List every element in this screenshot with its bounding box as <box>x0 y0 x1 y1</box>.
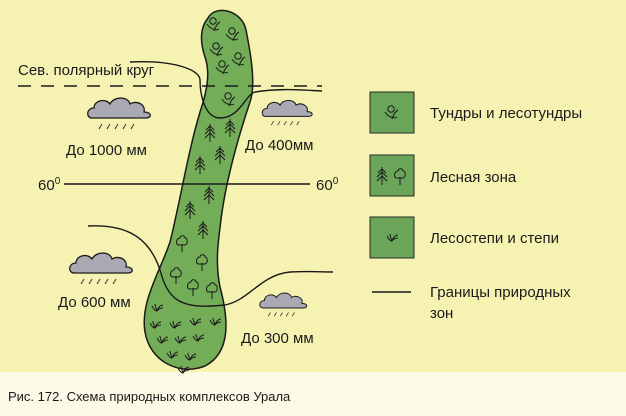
legend-label-steppe: Лесостепи и степи <box>430 230 559 247</box>
latitude-label-right: 600 <box>316 176 339 194</box>
legend-swatch-forest <box>369 154 415 197</box>
precipitation-ne: До 400мм <box>245 137 314 154</box>
legend-label-boundary-cont: зон <box>430 305 453 322</box>
legend-label-tundra: Тундры и лесотундры <box>430 105 582 122</box>
legend-swatch-steppe <box>369 216 415 259</box>
legend-label-boundary: Границы природных <box>430 284 571 301</box>
tundra-forest-boundary <box>129 61 323 119</box>
ural-zone-shape <box>143 9 254 370</box>
legend: Тундры и лесотундры Лесная зона Лесостеп… <box>369 91 582 322</box>
rain-cloud-icon <box>259 292 308 317</box>
precipitation-sw: До 600 мм <box>58 294 131 311</box>
forest-steppe-boundary <box>87 225 334 307</box>
rain-cloud-icon <box>87 97 151 130</box>
caption-strip <box>0 372 626 416</box>
rain-cloud-icon <box>69 252 133 285</box>
figure-caption: Рис. 172. Схема природных комплексов Ура… <box>8 389 291 404</box>
polar-circle-label: Сев. полярный круг <box>18 62 155 79</box>
precipitation-nw: До 1000 мм <box>66 142 147 159</box>
precipitation-se: До 300 мм <box>241 330 314 347</box>
latitude-label-left: 600 <box>38 176 61 194</box>
rain-cloud-icon <box>261 99 313 126</box>
legend-label-forest: Лесная зона <box>430 169 517 186</box>
